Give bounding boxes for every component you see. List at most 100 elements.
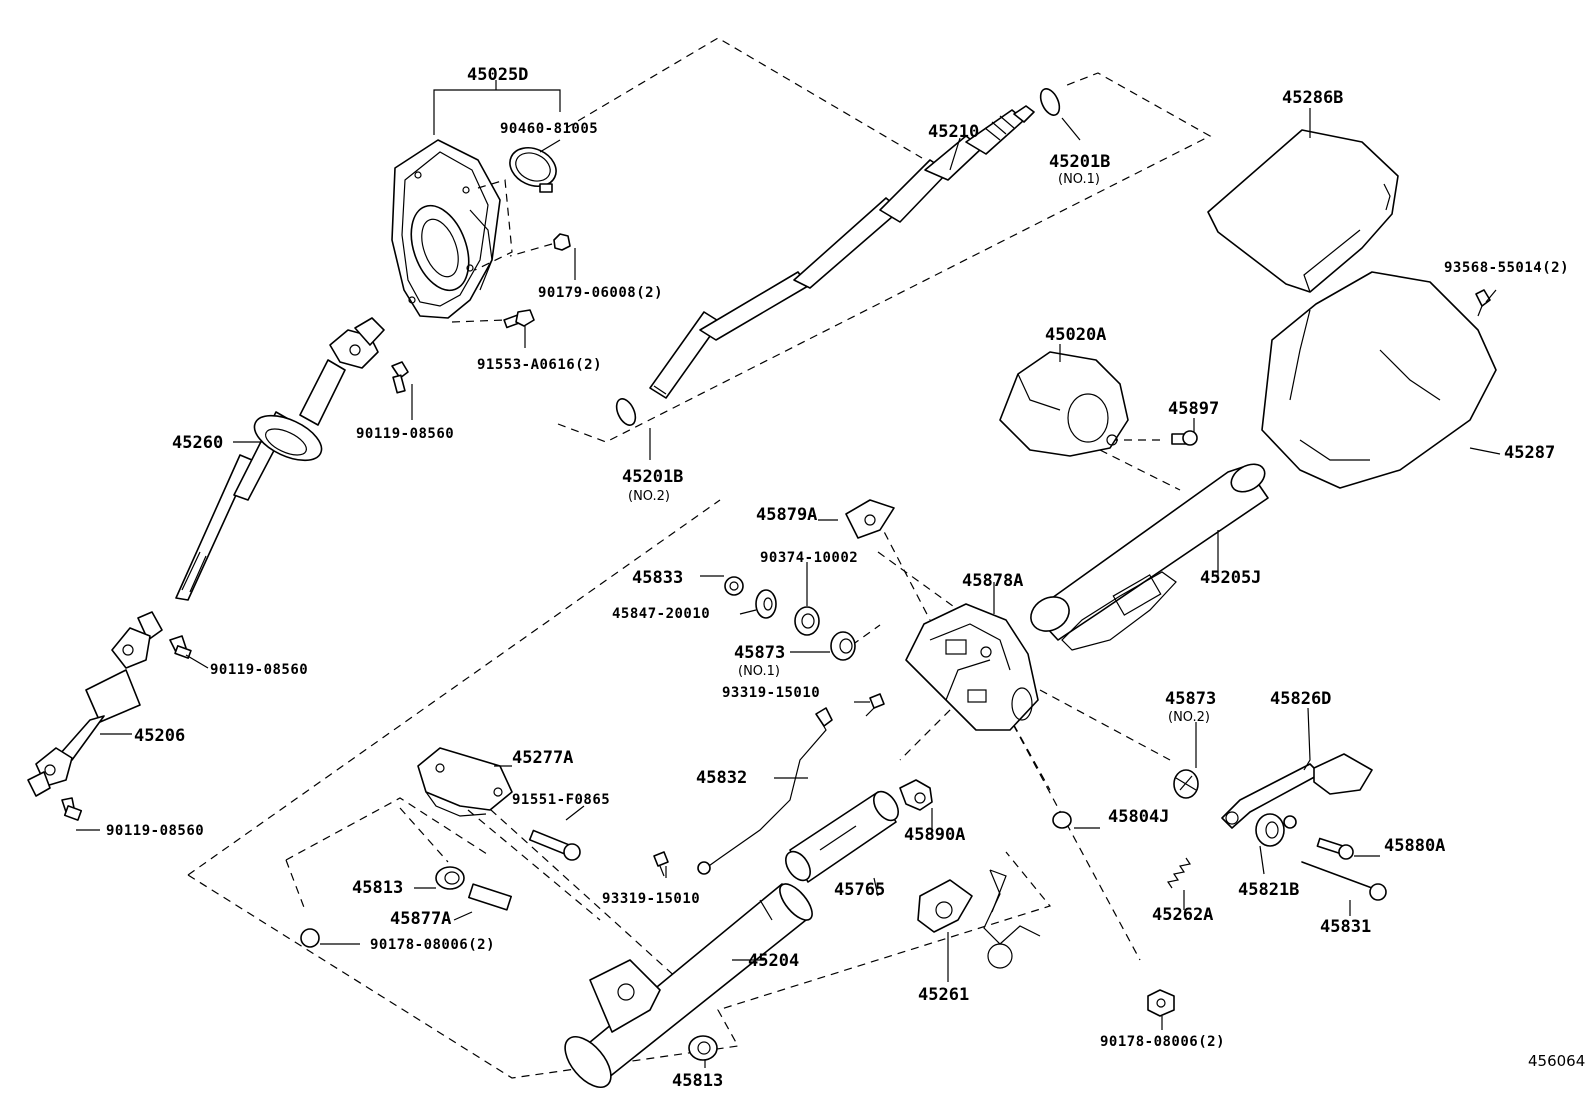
part-45262A-spring <box>1167 857 1191 889</box>
part-45286B-upper-cover <box>1207 129 1399 293</box>
label-45206: 45206 <box>134 726 185 746</box>
part-91553-A0616-bolt <box>503 309 535 329</box>
part-45832-cable <box>697 707 833 875</box>
part-45206-lower-shaft <box>27 611 163 797</box>
label-45879A: 45879A <box>756 505 817 525</box>
part-91551-F0865-bolt <box>528 829 581 861</box>
part-labels: 45025D 90460-81005 90179-06008(2) 91553-… <box>106 65 1585 1091</box>
parts <box>27 88 1497 1088</box>
label-45890A: 45890A <box>904 825 965 845</box>
part-45897-screw <box>1171 430 1198 446</box>
part-45210-main-shaft <box>649 105 1035 399</box>
part-90178-08006-nut-b <box>1147 989 1175 1017</box>
label-45201B-no1-sub: (NO.1) <box>1058 172 1100 187</box>
label-45261: 45261 <box>918 985 969 1005</box>
label-45833: 45833 <box>632 568 683 588</box>
part-45204-column-tube <box>564 883 813 1088</box>
part-45261-spring <box>917 869 1041 969</box>
part-45205J-tube <box>1030 463 1269 651</box>
part-45831-bolt <box>1301 861 1387 901</box>
part-45873-no2-bushing <box>1173 769 1199 799</box>
label-45804J: 45804J <box>1108 807 1169 827</box>
part-45804J-nut <box>1052 811 1072 829</box>
label-45832: 45832 <box>696 768 747 788</box>
part-45765-sleeve <box>785 790 899 883</box>
part-45201B-no1-washer <box>1039 88 1061 116</box>
label-45873-no1: 45873 <box>734 643 785 663</box>
part-90119-08560-bolt-a <box>391 361 409 394</box>
label-45210: 45210 <box>928 122 979 142</box>
part-45287-lower-cover <box>1261 271 1497 489</box>
label-45813-a: 45813 <box>352 878 403 898</box>
part-45020A-switch-bracket <box>999 351 1129 457</box>
label-45877A: 45877A <box>390 909 451 929</box>
part-45873-no1-bushing <box>830 631 856 661</box>
part-45847-20010-washer <box>755 589 777 619</box>
part-45826D-lever <box>1221 753 1373 829</box>
part-45878A-bracket <box>905 603 1039 731</box>
label-45201B-no2-sub: (NO.2) <box>628 489 670 504</box>
part-90119-08560-bolt-c <box>61 797 83 821</box>
part-45879A-plate <box>845 499 895 539</box>
label-45286B: 45286B <box>1282 88 1343 108</box>
label-45826D: 45826D <box>1270 689 1331 709</box>
label-45025D: 45025D <box>467 65 528 85</box>
label-90460-81005: 90460-81005 <box>500 121 598 137</box>
part-90178-08006-nut-a <box>300 928 320 948</box>
label-45204: 45204 <box>748 951 799 971</box>
label-45847-20010: 45847-20010 <box>612 606 710 622</box>
label-45287: 45287 <box>1504 443 1555 463</box>
part-45260-intermediate-shaft <box>175 317 385 601</box>
label-45205J: 45205J <box>1200 568 1261 588</box>
part-45025D-boot-cover <box>391 139 513 319</box>
label-45020A: 45020A <box>1045 325 1106 345</box>
label-45873-no2: 45873 <box>1165 689 1216 709</box>
part-90374-10002-bushing <box>794 606 820 636</box>
part-90179-06008-nut <box>553 233 571 251</box>
part-45813-bushing-b <box>688 1035 718 1061</box>
label-90374-10002: 90374-10002 <box>760 550 858 566</box>
label-45277A: 45277A <box>512 748 573 768</box>
part-93319-15010-screw-b <box>653 851 669 877</box>
label-90178-08006-a: 90178-08006(2) <box>370 937 495 953</box>
label-45873-no2-sub: (NO.2) <box>1168 710 1210 725</box>
label-45873-no1-sub: (NO.1) <box>738 664 780 679</box>
part-90460-81005-clamp <box>509 146 557 193</box>
label-45878A: 45878A <box>962 571 1023 591</box>
label-93319-15010-a: 93319-15010 <box>722 685 820 701</box>
label-45880A: 45880A <box>1384 836 1445 856</box>
label-45765: 45765 <box>834 880 885 900</box>
part-45880A-screw <box>1316 837 1354 860</box>
label-45813-b: 45813 <box>672 1071 723 1091</box>
part-45833-nut <box>724 576 744 596</box>
leader-lines <box>76 80 1501 1068</box>
label-90179-06008: 90179-06008(2) <box>538 285 663 301</box>
label-45201B-no2: 45201B <box>622 467 683 487</box>
part-45201B-no2-washer <box>615 398 637 426</box>
label-93319-15010-b: 93319-15010 <box>602 891 700 907</box>
part-45821B-clip <box>1255 813 1297 847</box>
label-90119-08560-c: 90119-08560 <box>106 823 204 839</box>
label-45831: 45831 <box>1320 917 1371 937</box>
part-45813-bushing-a <box>435 866 465 890</box>
part-45277A-bracket <box>417 747 513 817</box>
part-45877A-pin <box>468 883 512 911</box>
diagram-code: 456064 <box>1528 1052 1585 1070</box>
label-45821B: 45821B <box>1238 880 1299 900</box>
label-93568-55014: 93568-55014(2) <box>1444 260 1569 276</box>
label-45260: 45260 <box>172 433 223 453</box>
label-90119-08560-b: 90119-08560 <box>210 662 308 678</box>
part-93319-15010-screw-a <box>865 693 885 717</box>
label-90178-08006-b: 90178-08006(2) <box>1100 1034 1225 1050</box>
label-45262A: 45262A <box>1152 905 1213 925</box>
part-90119-08560-bolt-b <box>169 635 192 659</box>
part-93568-55014-screw <box>1475 289 1491 317</box>
assembly-outlines <box>187 37 1212 1079</box>
label-91553-A0616: 91553-A0616(2) <box>477 357 602 373</box>
label-90119-08560-a: 90119-08560 <box>356 426 454 442</box>
label-45897: 45897 <box>1168 399 1219 419</box>
part-45890A-clip <box>899 779 933 811</box>
label-45201B-no1: 45201B <box>1049 152 1110 172</box>
label-91551-F0865: 91551-F0865 <box>512 792 610 808</box>
